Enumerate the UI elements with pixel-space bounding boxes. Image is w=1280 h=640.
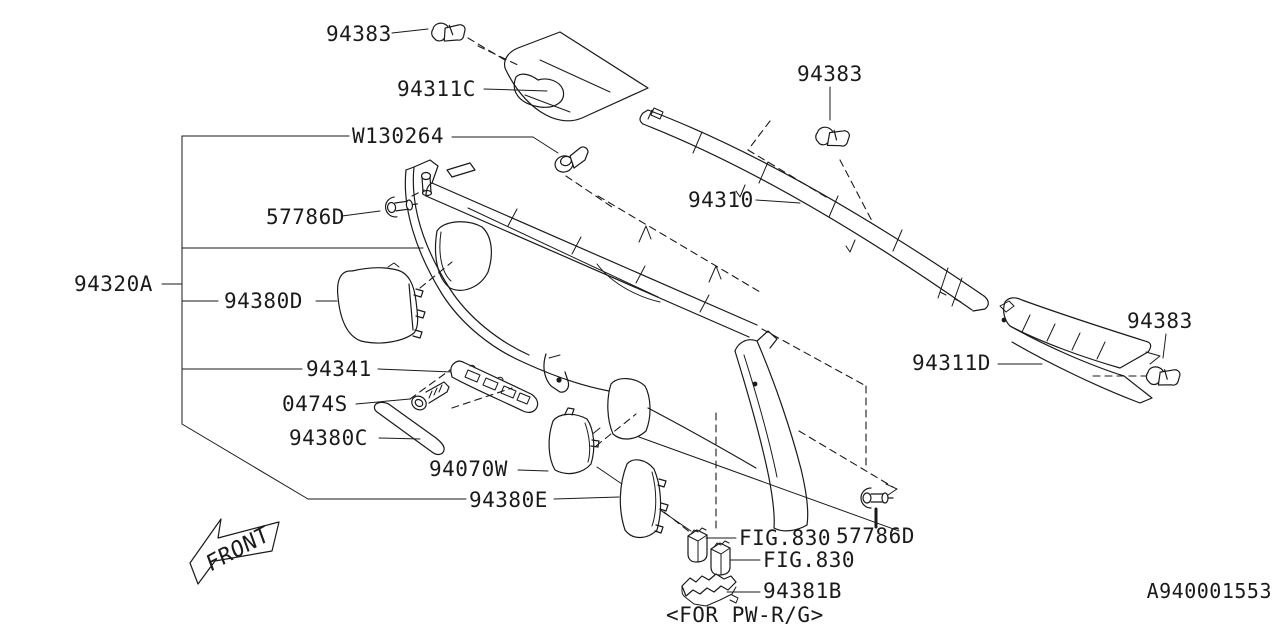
handle-94341-art [409, 360, 539, 413]
rail-trim-94310-art [639, 107, 989, 312]
leader-94310 [755, 199, 801, 204]
part-label-94383-right[interactable]: 94383 [1127, 309, 1193, 333]
corner-trim-94311c-art [477, 31, 649, 122]
leader-w130264 [451, 136, 559, 154]
tailgate-trim-panel-art [404, 159, 900, 533]
fig-ref-label-1[interactable]: FIG.830 [739, 526, 831, 550]
dash-94383-tr [747, 120, 873, 222]
note-for-pw-rg: <FOR PW-R/G> [666, 603, 824, 627]
dash-94383-tl [467, 37, 506, 61]
leader-94383-right [1162, 333, 1167, 359]
clip-94383-right-art [1144, 365, 1182, 389]
part-label-57786d-bottom[interactable]: 57786D [836, 524, 915, 548]
cover-94380e-art [619, 459, 701, 541]
clip-94383-tl-art [430, 21, 466, 44]
grommet-57786d-bottom-art [798, 430, 898, 529]
corner-trim-94311d-art [999, 297, 1161, 404]
part-label-94070w[interactable]: 94070W [429, 457, 508, 481]
part-label-94320a[interactable]: 94320A [74, 272, 153, 296]
part-label-94383-tl[interactable]: 94383 [326, 22, 392, 46]
part-label-94380e[interactable]: 94380E [469, 488, 548, 512]
diagram-id: A940001553 [1147, 579, 1272, 603]
grommet-57786d-left-art [383, 193, 420, 219]
part-label-94381b[interactable]: 94381B [763, 579, 842, 603]
cover-94380d-art [336, 261, 453, 344]
part-label-57786d-left[interactable]: 57786D [266, 205, 345, 229]
leader-94383-tl [391, 28, 429, 34]
switch-block-1-art [687, 527, 708, 563]
fig-ref-label-2[interactable]: FIG.830 [763, 548, 855, 572]
leader-0474s [355, 398, 411, 405]
dash-57786d-left [411, 189, 425, 197]
part-label-94380c[interactable]: 94380C [289, 426, 368, 450]
cover-94070w-art [548, 407, 637, 475]
front-direction-arrow: FRONT [189, 518, 280, 585]
leader-94380c [378, 437, 421, 440]
bracket-94381b-art [681, 573, 739, 607]
part-label-94311c[interactable]: 94311C [397, 77, 476, 101]
part-label-w130264[interactable]: W130264 [352, 124, 444, 148]
leader-57786d-left [341, 210, 381, 217]
part-label-94380d[interactable]: 94380D [224, 289, 303, 313]
part-label-94310[interactable]: 94310 [688, 188, 754, 212]
part-label-94341[interactable]: 94341 [306, 357, 372, 381]
strip-94380c-art [373, 401, 445, 456]
part-label-0474s[interactable]: 0474S [282, 392, 348, 416]
part-label-94311d[interactable]: 94311D [912, 351, 991, 375]
switch-block-2-art [710, 540, 731, 576]
group-bracket-94320a [161, 135, 620, 500]
leader-94070w [517, 469, 549, 472]
part-label-94383-tr[interactable]: 94383 [797, 62, 863, 86]
rivet-w130264-art [554, 146, 613, 208]
clip-94383-tr-art [813, 125, 851, 150]
screw-0474s-art [411, 381, 450, 411]
leader-94311c [483, 88, 548, 92]
